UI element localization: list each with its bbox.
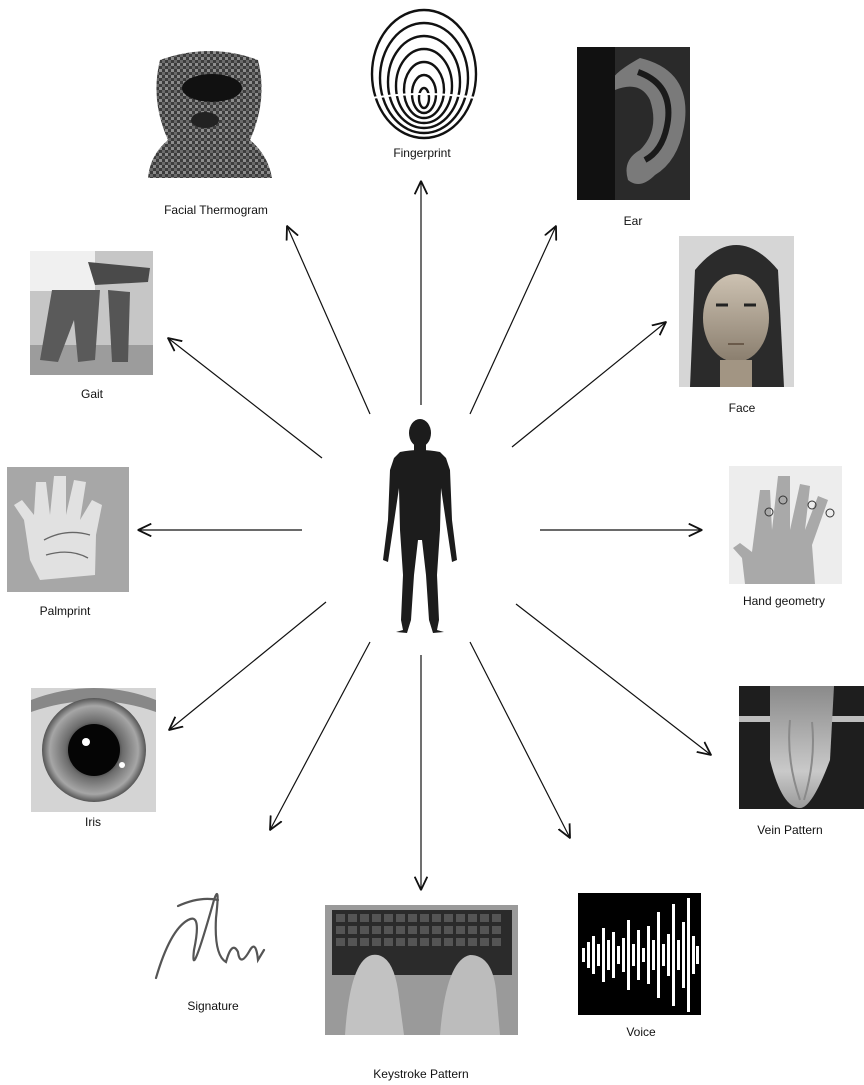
label-gait: Gait <box>81 387 104 401</box>
signature-image <box>156 894 264 978</box>
gait-image <box>30 251 153 375</box>
voice-image <box>578 893 701 1015</box>
label-hand-geometry: Hand geometry <box>743 594 825 608</box>
human-body-silhouette <box>383 419 457 633</box>
facial-thermogram-image <box>148 51 272 178</box>
arrow-to-ear <box>470 226 556 414</box>
label-fingerprint: Fingerprint <box>393 146 451 160</box>
label-voice: Voice <box>626 1025 656 1039</box>
label-palmprint: Palmprint <box>40 604 91 618</box>
arrow-to-vein-pattern <box>516 604 711 755</box>
label-face: Face <box>729 401 756 415</box>
label-signature: Signature <box>187 999 239 1013</box>
keystroke-pattern-image <box>325 905 518 1035</box>
label-vein-pattern: Vein Pattern <box>757 823 822 837</box>
arrow-to-gait <box>168 338 322 458</box>
label-keystroke-pattern: Keystroke Pattern <box>373 1067 468 1081</box>
ear-image <box>577 47 690 200</box>
arrow-to-voice <box>470 642 570 838</box>
fingerprint-image <box>372 10 476 138</box>
vein-pattern-image <box>739 686 864 809</box>
label-facial-thermogram: Facial Thermogram <box>164 203 268 217</box>
arrow-to-facial-thermogram <box>287 226 370 414</box>
iris-image <box>31 688 156 812</box>
palmprint-image <box>7 467 129 592</box>
hand-geometry-image <box>729 466 842 584</box>
label-iris: Iris <box>85 815 101 829</box>
arrow-to-face <box>512 322 666 447</box>
label-ear: Ear <box>624 214 643 228</box>
face-image <box>679 236 794 387</box>
arrow-to-iris <box>169 602 326 730</box>
arrow-to-signature <box>270 642 370 830</box>
